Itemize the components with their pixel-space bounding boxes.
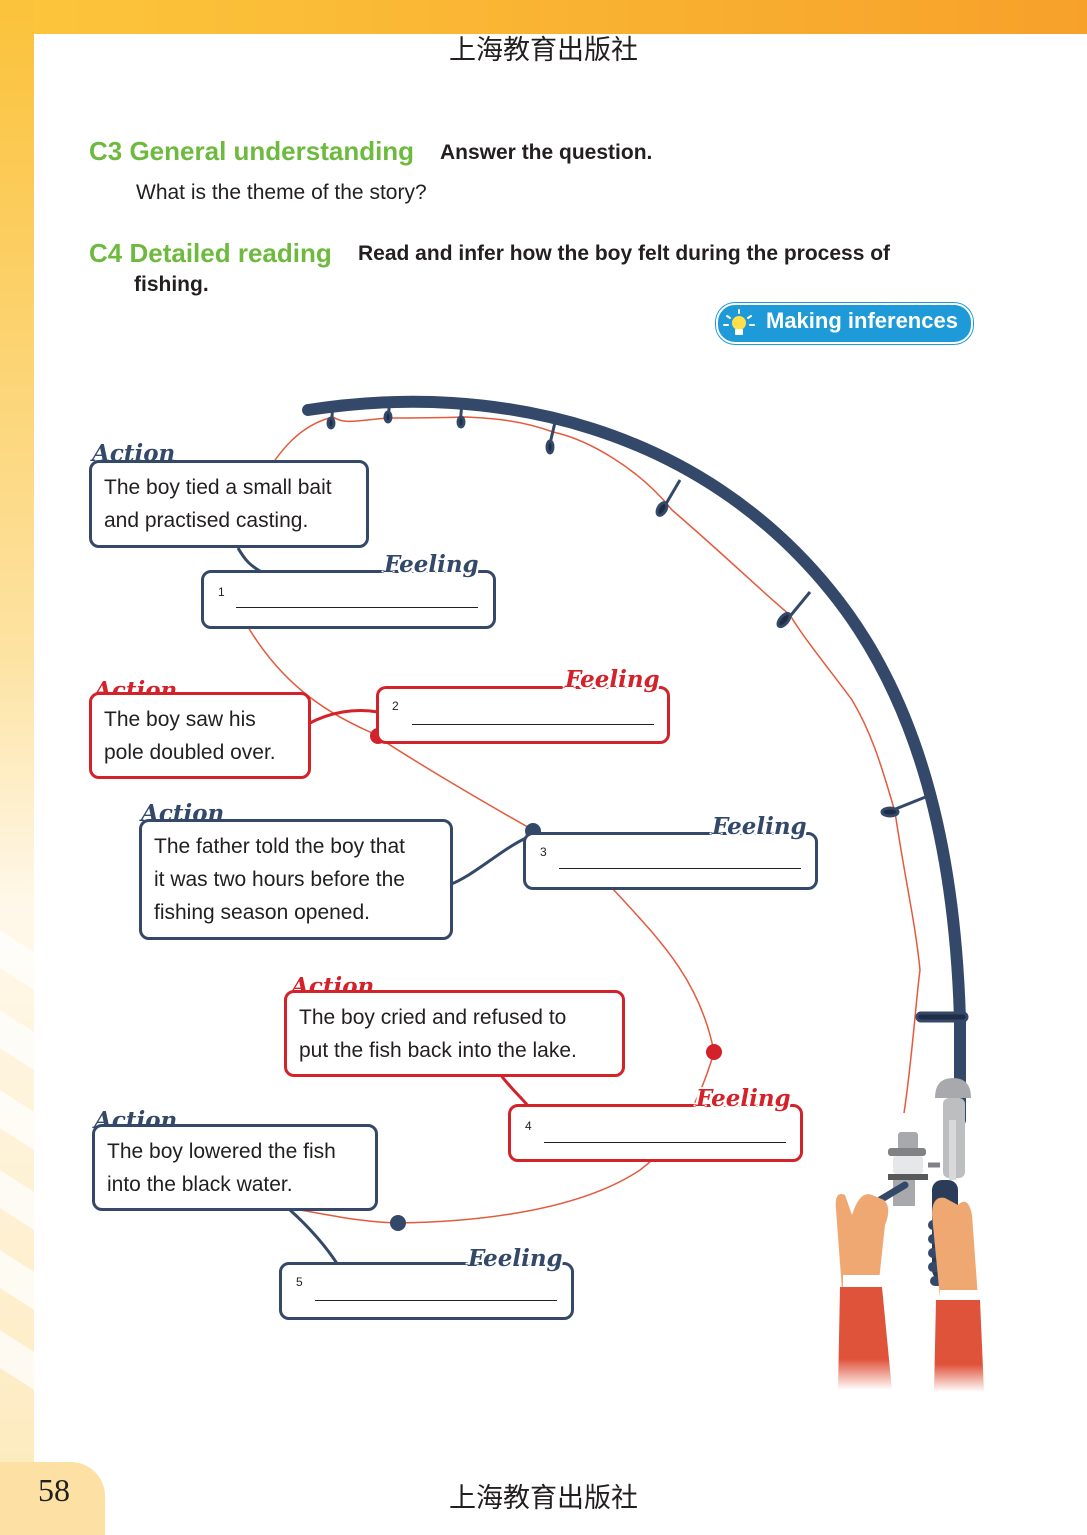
action-text-5: The boy lowered the fish into the black … (107, 1140, 336, 1196)
feeling-number-3: 3 (540, 845, 547, 859)
action-box-5: The boy lowered the fish into the black … (92, 1124, 378, 1211)
rod-guides (326, 397, 969, 1023)
publisher-header: 上海教育出版社 (449, 35, 638, 66)
connectors (236, 547, 530, 1266)
feeling-box-4: 4 (508, 1104, 803, 1162)
action-text-1: The boy tied a small bait and practised … (104, 476, 332, 532)
action-box-1: The boy tied a small bait and practised … (89, 460, 369, 548)
feeling-tag-1: Feeling (384, 551, 479, 578)
feeling-number-5: 5 (296, 1275, 303, 1289)
feeling-blank-5[interactable] (315, 1300, 557, 1301)
feeling-tag-5: Feeling (468, 1245, 563, 1272)
feeling-blank-1[interactable] (236, 607, 478, 608)
action-box-2: The boy saw his pole doubled over. (89, 692, 311, 779)
feeling-tag-4: Feeling (696, 1085, 791, 1112)
making-inferences-label: Making inferences (766, 308, 958, 333)
fishing-rod (302, 395, 966, 1126)
publisher-footer: 上海教育出版社 (449, 1483, 638, 1514)
left-margin (0, 0, 34, 1462)
c3-instruction: Answer the question. (440, 141, 653, 164)
page-number: 58 (38, 1472, 70, 1508)
c3-question: What is the theme of the story? (136, 181, 427, 204)
reel (876, 1132, 940, 1206)
c3-heading: C3 General understanding (89, 136, 415, 166)
lightbulb-icon (722, 308, 756, 343)
action-text-3: The father told the boy that it was two … (154, 835, 405, 924)
left-margin-stripes (0, 930, 34, 1390)
feeling-blank-4[interactable] (544, 1142, 786, 1143)
top-band (0, 0, 1087, 34)
feeling-box-3: 3 (523, 832, 818, 890)
page-number-tab: 58 (0, 1462, 105, 1535)
action-text-2: The boy saw his pole doubled over. (104, 708, 276, 764)
action-box-3: The father told the boy that it was two … (139, 819, 453, 940)
feeling-box-2: 2 (376, 686, 670, 744)
feeling-blank-3[interactable] (559, 868, 801, 869)
c4-heading: C4 Detailed reading (89, 238, 332, 268)
feeling-blank-2[interactable] (412, 724, 654, 725)
making-inferences-badge: Making inferences (716, 303, 973, 344)
feeling-tag-3: Feeling (712, 813, 807, 840)
feeling-number-1: 1 (218, 585, 225, 599)
feeling-number-2: 2 (392, 699, 399, 713)
feeling-number-4: 4 (525, 1119, 532, 1133)
feeling-box-5: 5 (279, 1262, 574, 1320)
action-box-4: The boy cried and refused to put the fis… (284, 990, 625, 1077)
hands (835, 1194, 984, 1392)
c4-instruction-line1: Read and infer how the boy felt during t… (358, 242, 891, 265)
feeling-box-1: 1 (201, 570, 496, 629)
c4-instruction-line2: fishing. (134, 273, 209, 296)
action-text-4: The boy cried and refused to put the fis… (299, 1006, 577, 1062)
feeling-tag-2: Feeling (565, 666, 660, 693)
